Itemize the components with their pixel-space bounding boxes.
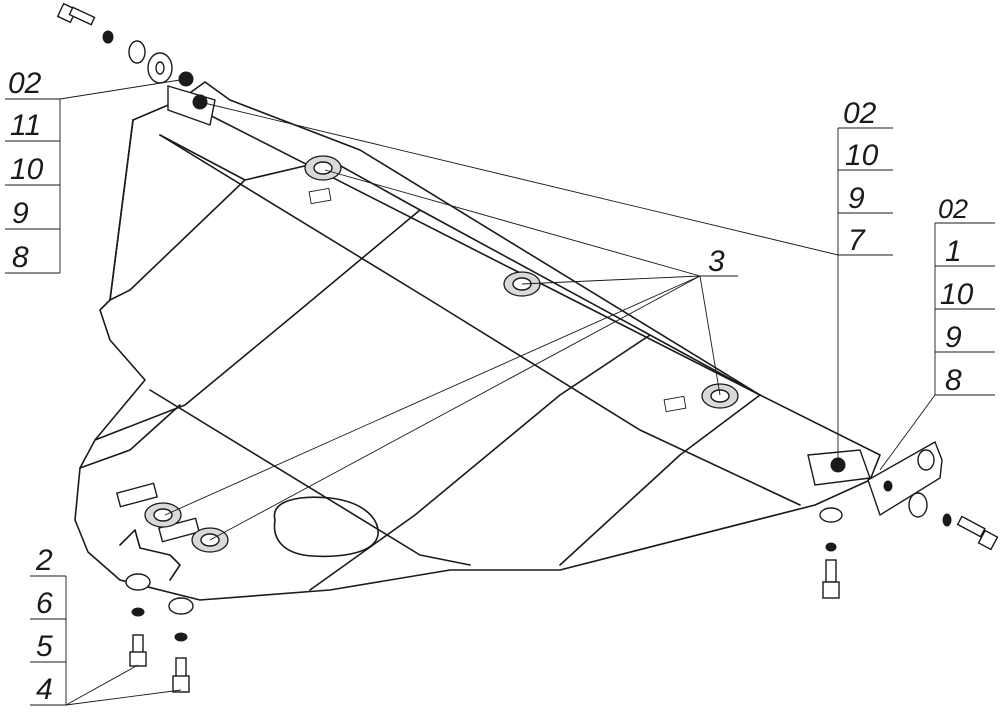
hardware-right	[867, 440, 999, 551]
bolt-icon	[822, 559, 840, 599]
callout-label: 1	[945, 235, 962, 268]
skid-plate	[74, 81, 881, 601]
callout-bottom-left: 2 6 5 4	[30, 544, 67, 706]
washer-icon	[125, 573, 151, 591]
mount-nut-right	[807, 449, 871, 486]
washer-icon	[908, 492, 928, 518]
callout-label: 10	[940, 278, 974, 311]
nut-icon	[825, 542, 837, 552]
callout-label: 9	[12, 197, 29, 230]
nut-icon	[178, 71, 194, 87]
mount-boss-3	[701, 383, 739, 409]
callout-label: 02	[843, 97, 877, 130]
callout-label: 9	[945, 321, 962, 354]
callout-label: 2	[35, 544, 53, 577]
callout-label: 02	[938, 194, 968, 224]
mount-boss-5	[191, 527, 229, 553]
callout-label: 5	[36, 630, 53, 663]
nut-icon	[102, 30, 114, 44]
callout-label: 10	[845, 139, 879, 172]
washer-icon	[168, 597, 194, 615]
callout-label: 4	[36, 673, 53, 706]
callout-label: 8	[945, 364, 962, 397]
bolt-icon	[56, 2, 96, 26]
mounting-points	[144, 85, 871, 553]
callout-label: 7	[848, 224, 866, 257]
hardware-bottom-left	[125, 573, 194, 693]
hardware-right-bottom	[819, 507, 843, 599]
callout-label: 8	[12, 241, 29, 274]
callout-label: 10	[10, 153, 44, 186]
callout-label: 6	[36, 587, 53, 620]
bracket	[867, 440, 943, 517]
mount-boss-1	[304, 155, 342, 181]
callout-left-top: 02 11 10 9 8	[5, 67, 61, 274]
mount-boss-4	[144, 502, 182, 528]
bolt-icon	[956, 515, 999, 551]
bolt-icon	[129, 634, 147, 667]
callout-right-mid: 02 10 9 7	[837, 97, 893, 257]
nut-icon	[942, 513, 952, 527]
hardware-top-left	[56, 2, 194, 87]
callout-center: 3	[700, 245, 738, 278]
callout-label: 11	[10, 109, 41, 142]
nut-icon	[174, 632, 188, 642]
leader-lines	[59, 79, 936, 706]
callout-right-far: 02 1 10 9 8	[934, 194, 995, 397]
bolt-icon	[172, 657, 190, 693]
washer-icon	[128, 40, 146, 64]
washer-icon	[819, 507, 843, 523]
callout-label: 9	[848, 182, 865, 215]
callout-label: 3	[708, 245, 725, 278]
nut-icon	[131, 607, 145, 617]
callout-label: 02	[8, 67, 42, 100]
